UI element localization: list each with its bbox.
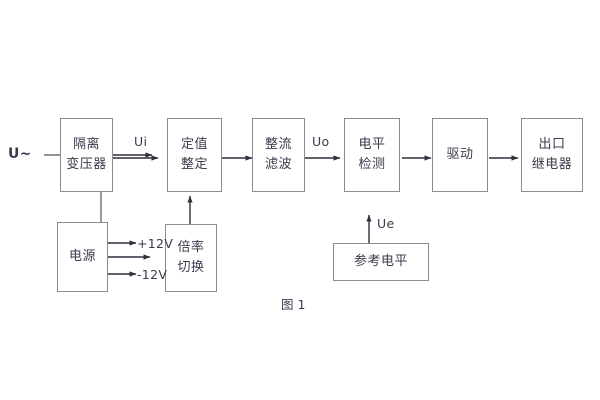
block-line: 定值 (180, 136, 208, 152)
label-rail-negative: -12V (137, 267, 168, 282)
block-line: 参考电平 (353, 253, 408, 269)
label-signal-ue: Ue (377, 216, 395, 231)
block-line: 整定 (180, 157, 208, 172)
block-line: 变压器 (66, 157, 107, 172)
block-multiplier-switch[interactable]: 倍率 切换 (165, 224, 217, 292)
block-line: 检测 (358, 157, 386, 172)
block-power-supply[interactable]: 电源 (57, 222, 108, 292)
label-signal-uo: Uo (312, 134, 330, 149)
block-reference-level[interactable]: 参考电平 (333, 243, 429, 281)
block-line: 滤波 (264, 157, 292, 172)
block-line: 整流 (264, 136, 292, 152)
block-line: 倍率 (177, 239, 205, 255)
block-line: 电源 (68, 248, 96, 264)
block-line: 电平 (358, 136, 386, 152)
block-line: 继电器 (531, 157, 573, 172)
block-line: 驱动 (446, 146, 474, 162)
block-level-detect[interactable]: 电平 检测 (344, 118, 400, 192)
label-signal-ui: Ui (134, 134, 148, 149)
block-line: 隔离 (72, 136, 100, 152)
block-isolation-transformer[interactable]: 隔离 变压器 (60, 118, 113, 192)
block-setpoint-adjust[interactable]: 定值 整定 (167, 118, 222, 192)
block-line: 切换 (177, 260, 205, 275)
figure-caption: 图 1 (281, 297, 306, 312)
block-drive[interactable]: 驱动 (432, 118, 488, 192)
block-rectify-filter[interactable]: 整流 滤波 (252, 118, 305, 192)
label-rail-positive: +12V (137, 236, 174, 251)
label-input-u: U~ (8, 146, 32, 162)
block-output-relay[interactable]: 出口 继电器 (521, 118, 583, 192)
block-line: 出口 (538, 136, 566, 152)
